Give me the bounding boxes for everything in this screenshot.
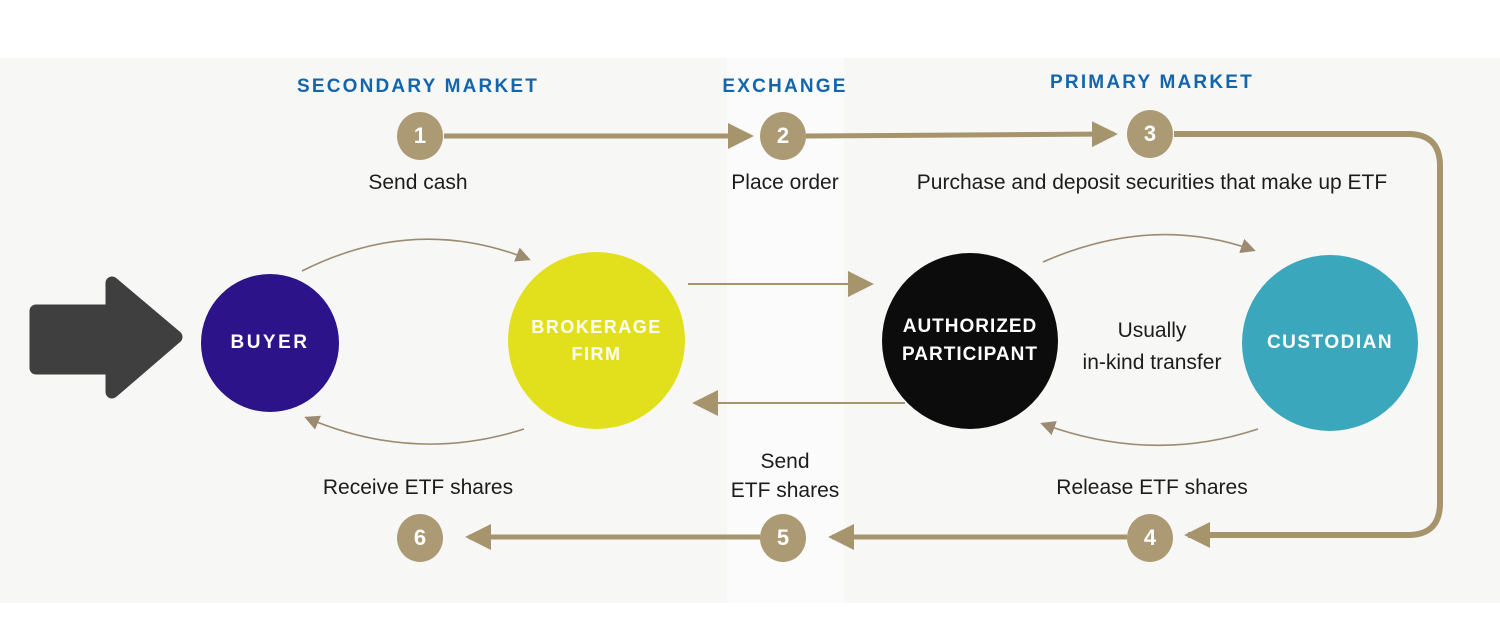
step-circle-4: 4 <box>1127 514 1173 562</box>
step-label-6: Receive ETF shares <box>322 476 514 499</box>
in-kind-transfer-note: Usually in-kind transfer <box>1082 319 1222 374</box>
flow-entry-arrow-icon <box>29 276 183 399</box>
step-circle-1: 1 <box>397 112 443 160</box>
entity-buyer: BUYER <box>201 274 339 412</box>
line-step2-to-step3 <box>805 121 1118 148</box>
arc-ap-to-custodian <box>1042 233 1256 263</box>
entity-brokerage-firm: BROKERAGE FIRM <box>508 252 685 429</box>
header-exchange: EXCHANGE <box>722 76 848 97</box>
step-label-1: Send cash <box>368 171 468 194</box>
arc-buyer-to-brokerage <box>301 238 531 272</box>
step-label-5: Send ETF shares <box>730 450 840 502</box>
step-label-3: Purchase and deposit securities that mak… <box>916 171 1388 194</box>
step-label-4: Release ETF shares <box>1056 476 1248 499</box>
circular-exchange-arcs <box>301 233 1259 447</box>
entity-authorized-participant: AUTHORIZED PARTICIPANT <box>882 253 1058 429</box>
step-circle-6: 6 <box>397 514 443 562</box>
step-circle-3: 3 <box>1127 110 1173 158</box>
entity-custodian: CUSTODIAN <box>1242 255 1418 431</box>
header-secondary-market: SECONDARY MARKET <box>296 76 540 97</box>
arc-custodian-to-ap <box>1040 421 1259 447</box>
step-circle-5: 5 <box>760 514 806 562</box>
arc-brokerage-to-buyer <box>304 415 525 445</box>
header-primary-market: PRIMARY MARKET <box>1050 72 1254 93</box>
line-step3-around-to-step4 <box>1174 131 1443 548</box>
step-label-2: Place order <box>731 171 839 194</box>
step-circle-2: 2 <box>760 112 806 160</box>
brokerage-ap-arrows <box>688 271 905 416</box>
top-flow-lines <box>444 121 1443 548</box>
